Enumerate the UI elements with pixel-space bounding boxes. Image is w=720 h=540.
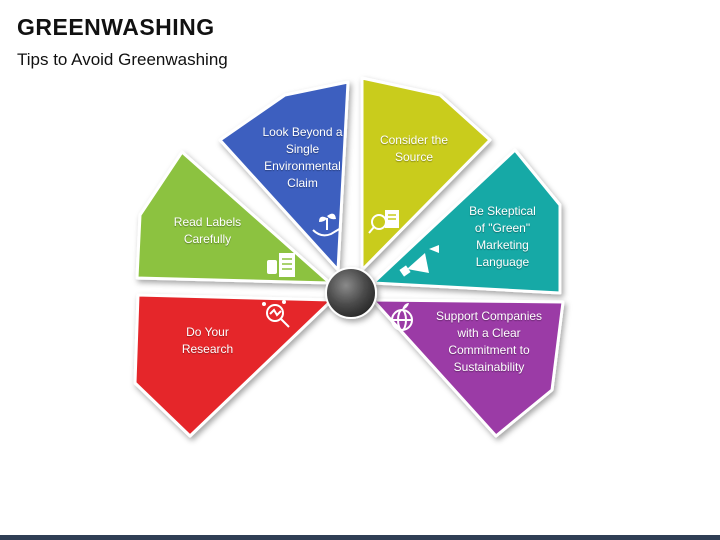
segment-label-support-companies-with-a-clear-commitment-to-sustainability: Support Companies with a Clear Commitmen… — [435, 309, 543, 374]
segment-look-beyond-a-single-environmental-claim — [218, 80, 350, 272]
earth-apple-icon — [391, 303, 413, 331]
segment-support-companies-with-a-clear-commitment-to-sustainability — [371, 298, 565, 438]
search-analysis-icon — [262, 300, 290, 328]
page-subtitle: Tips to Avoid Greenwashing — [17, 50, 228, 69]
checklist-hand-icon — [267, 253, 295, 277]
document-search-icon — [368, 210, 399, 234]
center-hub — [325, 267, 377, 319]
megaphone-icon — [399, 245, 439, 277]
footer-bar — [0, 535, 720, 540]
plant-in-hand-icon — [312, 213, 342, 237]
segment-label-look-beyond-a-single-environmental-claim: Look Beyond a Single Environmental Claim — [262, 125, 343, 190]
segment-read-labels-carefully — [135, 150, 332, 285]
segment-label-do-your-research: Do Your Research — [181, 325, 234, 356]
segment-label-read-labels-carefully: Read Labels Carefully — [173, 215, 242, 246]
segment-label-be-skeptical-of-green-marketing-language: Be Skeptical of "Green" Marketing Langua… — [469, 204, 536, 269]
page-title: GREENWASHING — [17, 14, 215, 40]
segment-do-your-research — [133, 293, 334, 438]
segment-be-skeptical-of-green-marketing-language — [371, 148, 562, 295]
segment-label-consider-the-source: Consider the Source — [379, 133, 449, 164]
